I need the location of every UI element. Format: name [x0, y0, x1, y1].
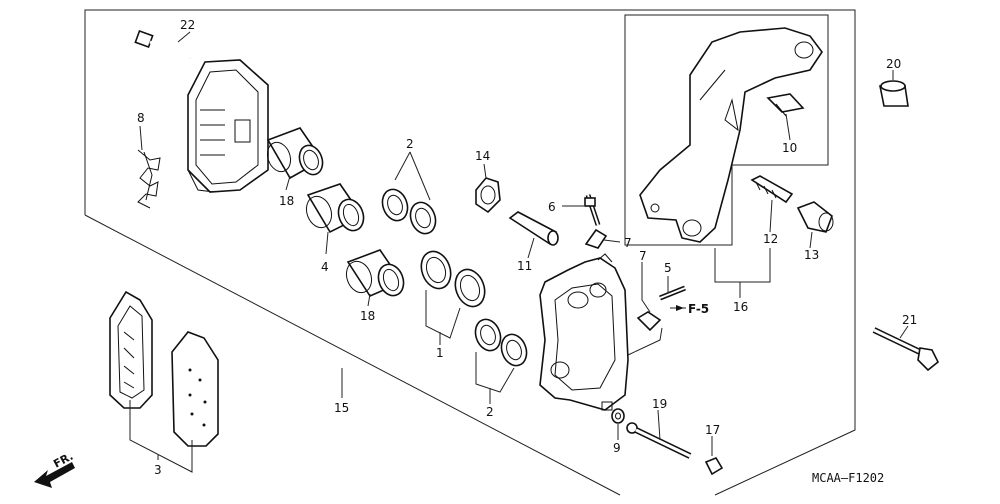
pad-spring-8	[137, 149, 161, 209]
bushing-20	[879, 80, 909, 107]
caliper-body-outer	[187, 59, 269, 193]
label-3: 3	[154, 463, 162, 477]
boot-13	[796, 201, 834, 233]
piston-4	[305, 183, 365, 234]
diagram-code: MCAA—F1202	[812, 471, 884, 485]
front-direction-arrow	[34, 462, 75, 488]
label-21: 21	[902, 313, 917, 327]
label-8: 8	[137, 111, 145, 125]
bleeder-cap-7-bottom	[636, 311, 662, 332]
bleeder-cap-7-top	[584, 228, 608, 249]
part-labels: 22 8 18 4 18 2 14 6 7 11 1 2 15 3 7 5 F-…	[51, 18, 917, 485]
seal-kit-1	[420, 250, 486, 308]
bolt-21	[872, 327, 940, 372]
piston-18-top	[266, 127, 324, 180]
assembly-outline-bottom	[84, 214, 621, 496]
label-15: 15	[334, 401, 349, 415]
bolt-22	[134, 29, 191, 60]
cap-14	[475, 177, 501, 214]
label-18-top: 18	[279, 194, 294, 208]
label-2-top: 2	[406, 137, 414, 151]
label-6: 6	[548, 200, 556, 214]
label-4: 4	[321, 260, 329, 274]
seal-kit-2-bottom	[474, 318, 528, 367]
bleeder-6	[584, 194, 601, 226]
label-22: 22	[180, 18, 195, 32]
brake-pad-3-left	[109, 290, 153, 409]
assembly-outline	[84, 9, 856, 496]
label-18-bottom: 18	[360, 309, 375, 323]
label-17: 17	[705, 423, 720, 437]
bleeder-5	[659, 285, 686, 301]
label-1: 1	[436, 346, 444, 360]
bolt-12	[750, 175, 794, 204]
label-13: 13	[804, 248, 819, 262]
caliper-bracket-16	[639, 27, 823, 243]
label-2-bottom: 2	[486, 405, 494, 419]
clip-10	[766, 93, 805, 117]
label-10: 10	[782, 141, 797, 155]
brake-pad-3-right	[171, 331, 219, 447]
label-9: 9	[613, 441, 621, 455]
washer-9	[611, 408, 625, 424]
pin-19	[626, 422, 692, 459]
label-11: 11	[517, 259, 532, 273]
seal-kit-2-top	[381, 188, 437, 235]
caliper-body-inner	[539, 253, 629, 411]
label-16: 16	[733, 300, 748, 314]
label-14: 14	[475, 149, 490, 163]
plug-17	[704, 457, 724, 476]
pin-11	[508, 211, 559, 246]
label-7-top: 7	[624, 236, 632, 250]
label-7-lower: 7	[639, 249, 647, 263]
piston-18-bottom	[345, 249, 405, 298]
label-20: 20	[886, 57, 901, 71]
label-f5: F-5	[688, 302, 709, 316]
leader-lines	[129, 31, 909, 473]
label-12: 12	[763, 232, 778, 246]
label-5: 5	[664, 261, 672, 275]
label-19: 19	[652, 397, 667, 411]
